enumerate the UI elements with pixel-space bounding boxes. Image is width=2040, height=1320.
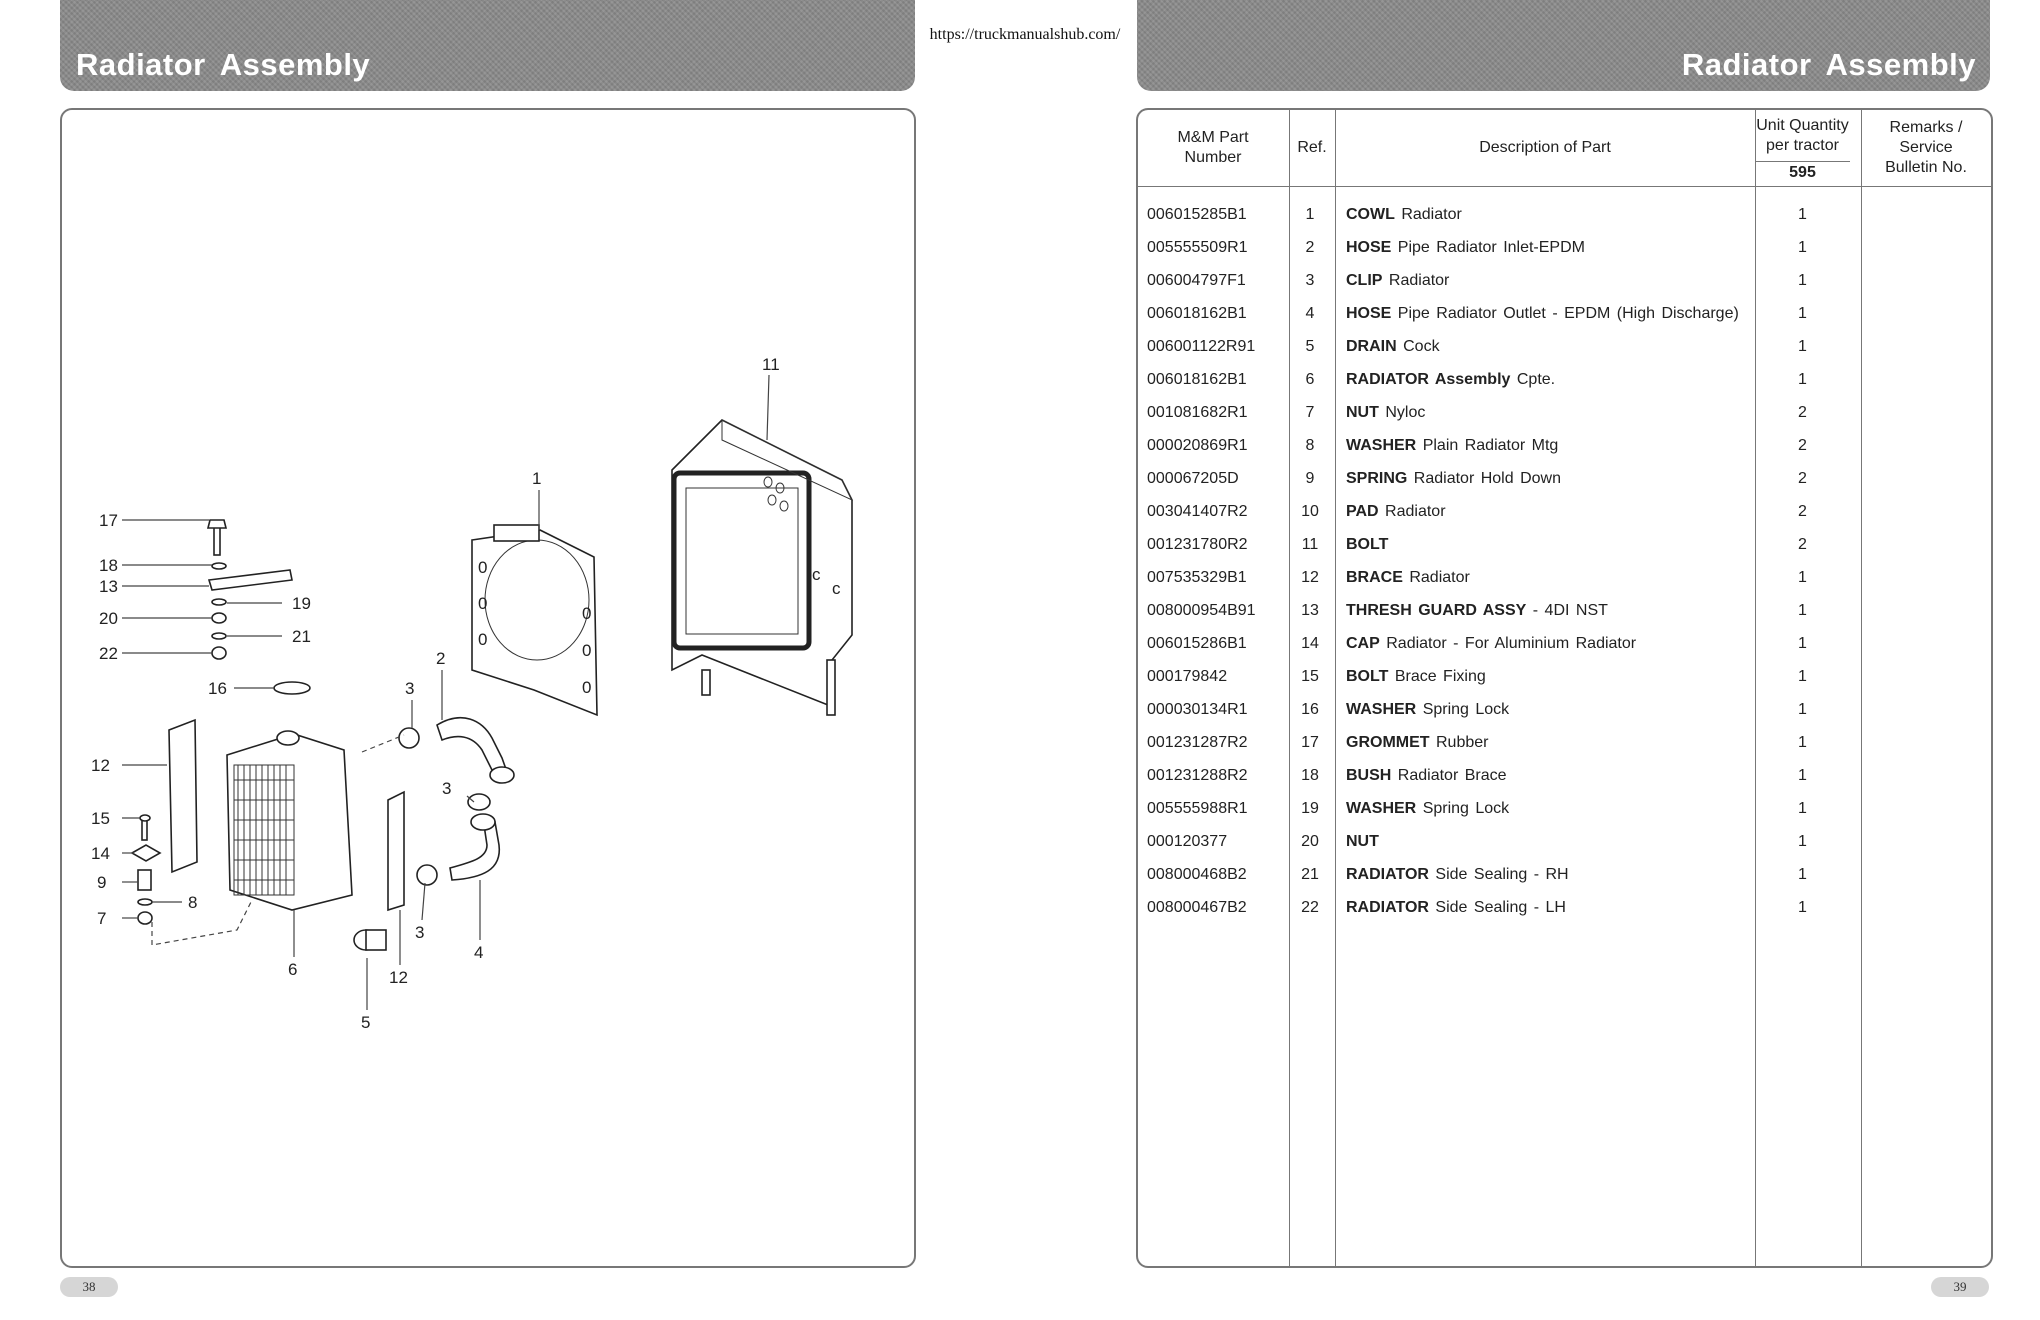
- header-part-number: M&M Part Number: [1177, 129, 1249, 166]
- callout-14: 16: [208, 679, 227, 698]
- svg-text:0: 0: [582, 641, 591, 660]
- right-page-number: 39: [1931, 1277, 1989, 1297]
- svg-text:0: 0: [582, 678, 591, 697]
- callout-1: 1: [532, 469, 541, 488]
- callout-18: 20: [99, 609, 118, 628]
- left-header-banner: Radiator Assembly: [60, 0, 915, 91]
- callout-15: 17: [99, 511, 118, 530]
- column-divider: [1755, 110, 1756, 1266]
- leader-lines: [122, 374, 770, 1010]
- callout-2: 2: [436, 649, 445, 668]
- header-ref: Ref.: [1297, 139, 1327, 156]
- column-divider: [1335, 110, 1336, 1266]
- svg-text:0: 0: [582, 604, 591, 623]
- callout-6: 6: [288, 960, 297, 979]
- callout-13: 11: [762, 355, 780, 374]
- part-hoses: [353, 716, 515, 951]
- callout-22: 12: [389, 968, 408, 987]
- callout-10: 14: [91, 844, 110, 863]
- callout-17: 19: [292, 594, 311, 613]
- callout-5: 5: [361, 1013, 370, 1032]
- callout-3c: 3: [415, 923, 424, 942]
- source-url[interactable]: https://truckmanualshub.com/: [929, 26, 1121, 43]
- callout-3a: 3: [405, 679, 414, 698]
- callout-4: 4: [474, 943, 483, 962]
- callout-19: 21: [292, 627, 311, 646]
- callout-20: 22: [99, 644, 118, 663]
- header-unit-divider: [1756, 161, 1850, 162]
- svg-text:c: c: [812, 565, 821, 584]
- callout-9: 9: [97, 873, 106, 892]
- parts-table: M&M Part Number Ref. Description of Part…: [1136, 108, 1993, 1268]
- part-thresh-guard: c c: [671, 419, 854, 716]
- diagram-frame: c c 0 0 0 0 0 0: [60, 108, 916, 1268]
- svg-text:0: 0: [478, 630, 487, 649]
- part-hardware-stack: [130, 519, 311, 925]
- exploded-diagram: c c 0 0 0 0 0 0: [91, 355, 854, 1032]
- header-description: Description of Part: [1479, 139, 1611, 156]
- left-page-number: 38: [60, 1277, 118, 1297]
- part-side-sealing-lh: [387, 790, 405, 912]
- header-remarks: Remarks / Service Bulletin No.: [1885, 119, 1967, 176]
- part-cowl: 0 0 0 0 0 0: [471, 524, 598, 717]
- part-side-sealing-rh: [168, 718, 198, 874]
- column-divider: [1289, 110, 1290, 1266]
- right-page-title: Radiator Assembly: [1681, 47, 1976, 82]
- header-model: 595: [1789, 164, 1816, 181]
- callout-16: 18: [99, 556, 118, 575]
- callout-8: 8: [188, 893, 197, 912]
- svg-text:c: c: [832, 579, 841, 598]
- callout-12: 13: [99, 577, 118, 596]
- callout-3b: 3: [442, 779, 451, 798]
- svg-text:0: 0: [478, 594, 487, 613]
- callout-11: 15: [91, 809, 110, 828]
- column-divider: [1861, 110, 1862, 1266]
- callout-7: 7: [97, 909, 106, 928]
- svg-text:0: 0: [478, 558, 487, 577]
- callout-21: 12: [91, 756, 110, 775]
- header-divider: [1138, 186, 1991, 187]
- part-radiator-core: [226, 730, 353, 911]
- right-header-banner: Radiator Assembly: [1137, 0, 1990, 91]
- header-unit-quantity: Unit Quantity per tractor: [1756, 117, 1849, 154]
- left-page-title: Radiator Assembly: [76, 47, 371, 82]
